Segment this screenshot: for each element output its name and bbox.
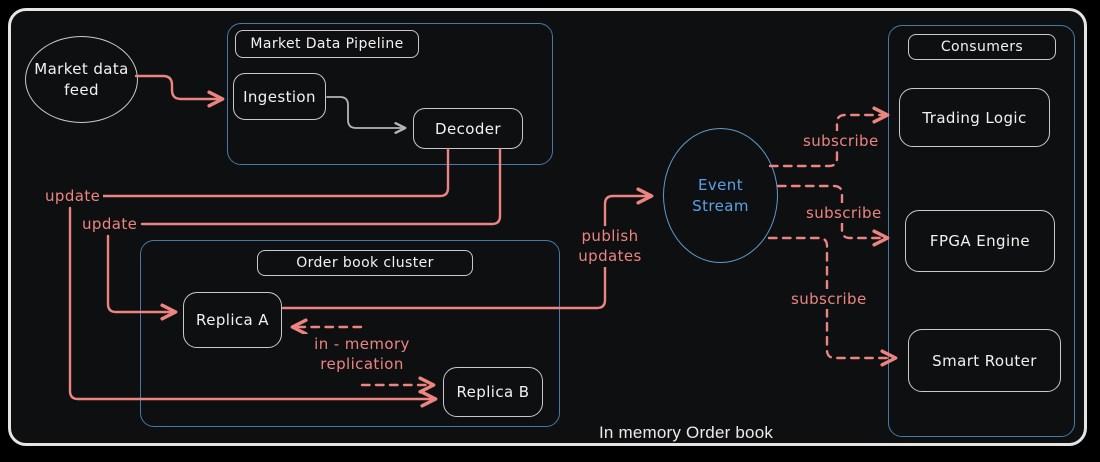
- subscribe-label-1: subscribe: [800, 131, 882, 152]
- pipeline-container[interactable]: [227, 23, 553, 165]
- edge-update2-to-replica-a[interactable]: [106, 234, 178, 321]
- publish-updates-label: publish updates: [560, 226, 660, 267]
- update-label-1: update: [42, 186, 104, 207]
- edge-feed-to-ingestion[interactable]: [134, 74, 225, 108]
- replication-label: in - memory replication: [303, 334, 421, 375]
- edge-update1-to-replica-b[interactable]: [68, 206, 438, 408]
- edge-ingestion-to-decoder[interactable]: [326, 96, 407, 134]
- edge-decoder-to-update-2[interactable]: [140, 147, 502, 226]
- subscribe-label-2: subscribe: [803, 203, 885, 224]
- edge-decoder-to-update-1[interactable]: [99, 147, 450, 198]
- update-label-2: update: [79, 214, 141, 235]
- cluster-container[interactable]: [140, 240, 560, 427]
- subscribe-label-3: subscribe: [788, 289, 870, 310]
- diagram-caption: In memory Order book: [599, 423, 774, 442]
